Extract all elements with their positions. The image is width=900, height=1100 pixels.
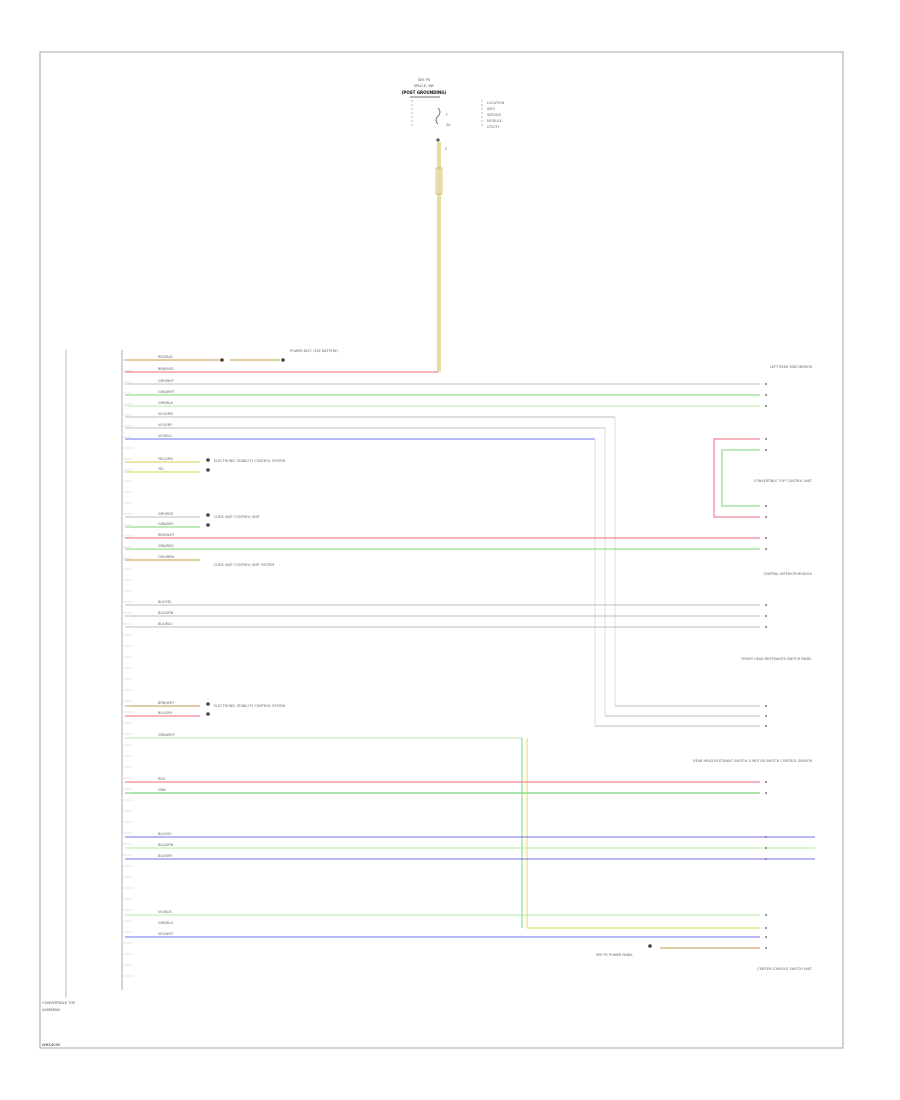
comp-rear-head-restraint: REAR HEAD RESTRAINT SWITCH & MOTOR SWITC… — [693, 759, 812, 763]
svg-text:BRN/RED: BRN/RED — [158, 367, 174, 371]
svg-text:GRY/RED: GRY/RED — [158, 512, 173, 516]
right-pin-dot — [765, 604, 767, 606]
right-pin-dot — [765, 936, 767, 938]
comp-central-interior-module: CENTRAL INTERIOR MODULE — [763, 572, 812, 576]
fuse-side-2: INFO — [487, 107, 495, 111]
svg-text:BLU/GRN: BLU/GRN — [158, 843, 174, 847]
svg-text:BLU/GRY: BLU/GRY — [158, 854, 173, 858]
svg-text:VIO/WHT: VIO/WHT — [158, 932, 174, 936]
connector-dots — [206, 358, 652, 948]
fuse-side-4: MODULE — [487, 119, 502, 123]
note-power-panel: SEE PS POWER PANEL — [596, 953, 633, 957]
module-line2: ASSEMBLY — [42, 1008, 61, 1012]
right-pin-dot — [765, 927, 767, 929]
svg-text:GRY/WHT: GRY/WHT — [158, 379, 175, 383]
fuse-side-5: UTILITY — [487, 125, 501, 129]
svg-text:VIO/BLU: VIO/BLU — [158, 434, 172, 438]
svg-text:VIO/GRY: VIO/GRY — [158, 423, 173, 427]
svg-text:BLU/GRY: BLU/GRY — [158, 711, 173, 715]
svg-text:GRN/BLK: GRN/BLK — [158, 401, 174, 405]
fuse-block: SEE PS SPLICE, INF (POST GROUNDING) LOCA… — [402, 78, 505, 151]
fuse-amp: 5A — [446, 123, 451, 127]
right-pin-dot — [765, 705, 767, 707]
module-bracket — [65, 350, 123, 998]
right-pin-dot — [765, 516, 767, 518]
fuse-pin: S — [445, 147, 447, 151]
svg-text:GRN/BLU: GRN/BLU — [158, 921, 174, 925]
right-pin-dot — [765, 615, 767, 617]
comp-left-rear-mirror: LEFT REAR SIDE MIRROR — [770, 365, 813, 369]
svg-text:BLK/BLU: BLK/BLU — [158, 622, 173, 626]
svg-text:YEL: YEL — [158, 467, 164, 471]
module-pins — [123, 359, 133, 977]
fuse-line3: (POST GROUNDING) — [402, 90, 447, 95]
svg-text:GRN/RED: GRN/RED — [158, 544, 174, 548]
fuse-letter: F — [446, 113, 448, 117]
note-power-dist: POWER DIST. (SEE BATTERY) — [290, 349, 339, 353]
right-pin-dot — [765, 914, 767, 916]
right-pin-dot — [765, 394, 767, 396]
svg-text:VIO/GRN: VIO/GRN — [158, 412, 173, 416]
right-pin-dot — [765, 947, 767, 949]
right-pin-dot — [765, 725, 767, 727]
right-pin-dot — [765, 548, 767, 550]
svg-text:YEL/GRN: YEL/GRN — [158, 457, 173, 461]
svg-text:RED: RED — [158, 777, 165, 781]
right-pin-dot — [765, 858, 767, 860]
right-pin-dot — [765, 847, 767, 849]
note-esc-2: ELECTRONIC STABILITY CONTROL SYSTEM — [214, 704, 286, 708]
right-pin-dot — [765, 505, 767, 507]
svg-text:BLK/YEL: BLK/YEL — [158, 600, 172, 604]
right-pin-dot — [765, 626, 767, 628]
wires — [125, 359, 815, 949]
svg-text:GRN: GRN — [158, 788, 166, 792]
right-pin-dot — [765, 715, 767, 717]
wire-labels-left: RED/BLK BRN/RED GRY/WHT GRN/WHT GRN/BLK … — [158, 355, 176, 936]
right-pin-dot — [765, 405, 767, 407]
right-pin-dot — [765, 781, 767, 783]
footer-code: W6X4000 — [42, 1042, 61, 1047]
svg-text:ORG/BRN: ORG/BRN — [158, 555, 174, 559]
note-code-unit-system: CODE UNIT CONTROL UNIT SYSTEM — [214, 563, 274, 567]
svg-text:BLU/VIO: BLU/VIO — [158, 832, 172, 836]
svg-text:BLK/GRN: BLK/GRN — [158, 611, 174, 615]
fuse-line1: SEE PS — [418, 78, 431, 82]
svg-text:RED/WHT: RED/WHT — [158, 533, 175, 537]
right-pin-dot — [765, 449, 767, 451]
note-esc-1: ELECTRONIC STABILITY CONTROL SYSTEM — [214, 459, 286, 463]
fuse-connector-icon — [436, 138, 440, 142]
fuse-side-1: LOCATION — [487, 101, 505, 105]
svg-text:RED/BLK: RED/BLK — [158, 355, 173, 359]
right-pin-dot — [765, 438, 767, 440]
module-line1: CONVERTIBLE TOP — [42, 1001, 76, 1005]
left-notes: POWER DIST. (SEE BATTERY) ELECTRONIC STA… — [214, 349, 633, 957]
right-pins — [765, 383, 767, 949]
comp-center-console: CENTER CONSOLE SWITCH UNIT — [757, 967, 813, 971]
svg-text:VIO/BLK: VIO/BLK — [158, 910, 172, 914]
fuse-side-3: SERVICE — [487, 113, 501, 117]
fuse-symbol-icon — [435, 107, 441, 125]
diagram-frame — [39, 51, 844, 1049]
svg-text:GRN/GRY: GRN/GRY — [158, 522, 174, 526]
comp-front-head-restraints: FRONT HEAD RESTRAINTS SWITCH PANEL — [741, 657, 812, 661]
right-pin-dot — [765, 537, 767, 539]
right-pin-dot — [765, 383, 767, 385]
note-code-unit: CODE UNIT CONTROL UNIT — [214, 515, 261, 519]
right-components: LEFT REAR SIDE MIRROR CONVERTIBLE TOP CO… — [693, 365, 813, 971]
svg-text:BRN/WHT: BRN/WHT — [158, 701, 175, 705]
svg-text:GRN/WHT: GRN/WHT — [158, 390, 176, 394]
right-pin-dot — [765, 792, 767, 794]
fuse-line2: SPLICE, INF — [414, 84, 434, 88]
right-pin-dot — [765, 836, 767, 838]
comp-convertible-top-control: CONVERTIBLE TOP CONTROL UNIT — [754, 479, 813, 483]
svg-text:GRN/WHT: GRN/WHT — [158, 733, 176, 737]
